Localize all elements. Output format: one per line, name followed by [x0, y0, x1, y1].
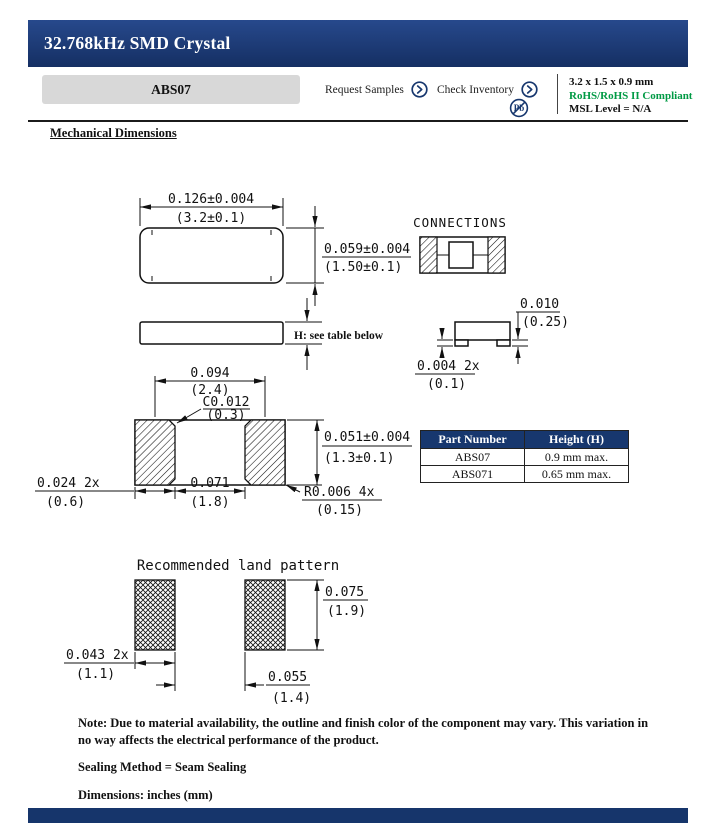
spec-size: 3.2 x 1.5 x 0.9 mm	[569, 76, 654, 88]
pad-pitch-dimension: 0.094 (2.4)	[154, 366, 266, 417]
dim-pad-pitch-mm: (2.4)	[190, 383, 229, 398]
bottom-bar	[28, 808, 688, 823]
height-table-header-row: Part Number Height (H)	[420, 430, 629, 449]
dim-land-height-mm: (1.9)	[327, 604, 366, 619]
header-divider	[557, 74, 558, 114]
table-cell-part-0: ABS07	[420, 448, 525, 466]
land-pattern-title: Recommended land pattern	[137, 558, 339, 574]
dim-pad-length-in: 0.051±0.004	[324, 430, 410, 445]
request-samples-label: Request Samples	[325, 83, 404, 96]
note-availability: Note: Due to material availability, the …	[78, 716, 649, 747]
dim-pad-thickness-mm: (0.25)	[522, 315, 569, 330]
height-table-header-height: Height (H)	[524, 430, 629, 449]
dim-top-width-in: 0.126±0.004	[168, 192, 254, 207]
dim-corner-radius-in: R0.006 4x	[304, 485, 375, 500]
land-pad-left	[134, 579, 176, 651]
datasheet-page: 32.768kHz SMD Crystal ABS07 Request Samp…	[28, 20, 692, 823]
dim-top-height-mm: (1.50±0.1)	[324, 260, 402, 275]
spec-rohs: RoHS/RoHS II Compliant	[569, 89, 693, 102]
dim-chamfer-in: C0.012	[203, 395, 250, 410]
pad-width-dimension: 0.024 2x (0.6)	[35, 476, 176, 510]
request-samples-link[interactable]: Request Samples	[325, 81, 428, 98]
pad-gap-dimension: 0.071 (1.8)	[175, 476, 246, 510]
dim-pad-gap-mm: (1.8)	[190, 495, 229, 510]
dim-chamfer-mm: (0.3)	[206, 408, 245, 423]
dim-pad-pitch-in: 0.094	[190, 366, 229, 381]
chamfer-callout: C0.012 (0.3)	[176, 395, 250, 424]
check-inventory-label: Check Inventory	[437, 83, 514, 96]
page-title: 32.768kHz SMD Crystal	[44, 33, 231, 53]
request-samples-arrow-icon[interactable]	[411, 81, 428, 98]
note-units: Dimensions: inches (mm)	[78, 787, 213, 802]
bottom-right-pad	[244, 419, 286, 486]
spec-block: 3.2 x 1.5 x 0.9 mm RoHS/RoHS II Complian…	[569, 76, 692, 117]
dim-land-height-in: 0.075	[325, 585, 364, 600]
land-height-dimension: 0.075 (1.9)	[287, 579, 368, 651]
top-width-dimension: 0.126±0.004 (3.2±0.1)	[139, 192, 284, 226]
dim-pad-gap-in: 0.071	[190, 476, 229, 491]
table-cell-height-0: 0.9 mm max.	[524, 448, 629, 466]
pb-free-icon: Pb	[509, 98, 529, 118]
table-row: ABS07 0.9 mm max.	[420, 448, 629, 466]
bottom-view-drawing	[134, 419, 286, 486]
table-cell-part-1: ABS071	[420, 465, 525, 483]
sub-header: ABS07 Request Samples Check Inventory Pb	[28, 67, 692, 120]
section-title: Mechanical Dimensions	[50, 126, 177, 140]
table-row: ABS071 0.65 mm max.	[420, 465, 629, 483]
notes-section: Note: Due to material availability, the …	[78, 715, 660, 814]
height-table: Part Number Height (H) ABS07 0.9 mm max.…	[420, 430, 629, 483]
dim-corner-radius-mm: (0.15)	[316, 503, 363, 518]
table-cell-height-1: 0.65 mm max.	[524, 465, 629, 483]
height-table-header-part: Part Number	[420, 430, 525, 449]
land-pattern-drawing	[134, 579, 286, 651]
end-view-drawing	[454, 321, 511, 347]
corner-radius-callout: R0.006 4x (0.15)	[285, 484, 382, 518]
dim-land-width-mm: (1.1)	[76, 667, 115, 682]
mechanical-drawing: 0.126±0.004 (3.2±0.1) 0.059±0.004 (1.50±…	[35, 192, 569, 706]
dim-land-width-in: 0.043 2x	[66, 648, 129, 663]
dim-pad-length-mm: (1.3±0.1)	[324, 451, 394, 466]
pad-thickness-dimension: 0.010 (0.25)	[512, 297, 569, 364]
dim-standoff-in: 0.004 2x	[417, 359, 480, 374]
top-height-dimension: 0.059±0.004 (1.50±0.1)	[286, 206, 411, 306]
land-pad-right	[244, 579, 286, 651]
bottom-left-pad	[134, 419, 176, 486]
pad-length-dimension: 0.051±0.004 (1.3±0.1)	[287, 419, 412, 486]
dim-pad-width-in: 0.024 2x	[37, 476, 100, 491]
dim-standoff-mm: (0.1)	[427, 377, 466, 392]
mechanical-drawing-area: 0.126±0.004 (3.2±0.1) 0.059±0.004 (1.50±…	[28, 150, 688, 710]
standoff-dimension: 0.004 2x (0.1)	[415, 328, 480, 392]
land-gap-dimension: 0.055 (1.4)	[156, 652, 311, 706]
connections-drawing	[419, 236, 506, 274]
part-number-box: ABS07	[42, 75, 300, 104]
title-bar: 32.768kHz SMD Crystal	[28, 20, 688, 67]
dim-pad-thickness-in: 0.010	[520, 297, 559, 312]
land-width-dimension: 0.043 2x (1.1)	[64, 648, 176, 691]
connections-label: CONNECTIONS	[413, 215, 507, 230]
top-view-drawing	[139, 227, 284, 284]
height-h-dimension: H: see table below	[285, 298, 384, 370]
header-rule	[28, 120, 688, 122]
check-inventory-arrow-icon[interactable]	[521, 81, 538, 98]
h-dimension-label: H: see table below	[294, 330, 384, 342]
spec-msl: MSL Level = N/A	[569, 103, 652, 115]
side-view-drawing	[139, 321, 284, 345]
dim-top-width-mm: (3.2±0.1)	[176, 211, 246, 226]
dim-pad-width-mm: (0.6)	[46, 495, 85, 510]
dim-land-gap-mm: (1.4)	[272, 691, 311, 706]
check-inventory-link[interactable]: Check Inventory	[437, 81, 538, 98]
note-sealing: Sealing Method = Seam Sealing	[78, 760, 247, 774]
dim-top-height-in: 0.059±0.004	[324, 242, 410, 257]
dim-land-gap-in: 0.055	[268, 670, 307, 685]
